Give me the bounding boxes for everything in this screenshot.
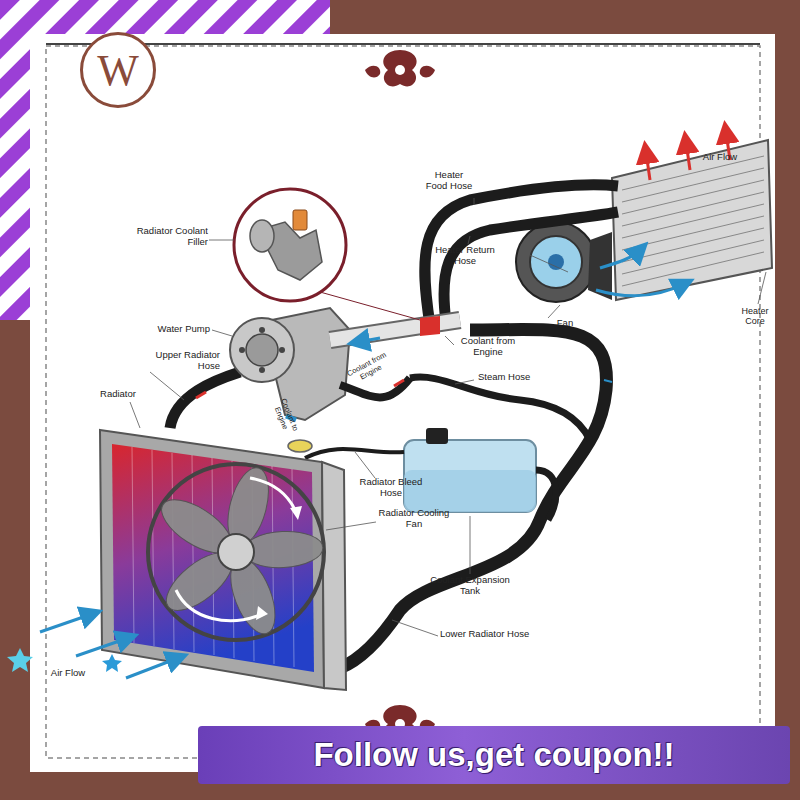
part-label: Heater Core (732, 306, 778, 327)
brand-logo: W (80, 32, 156, 108)
part-label: Radiator Coolant Filler (128, 226, 208, 248)
banner-text: Follow us,get coupon!! (313, 736, 674, 774)
part-label: Radiator (88, 389, 148, 400)
part-label: Heater Return Hose (434, 245, 496, 267)
logo-letter: W (97, 45, 139, 96)
part-label: Air Flow (690, 152, 750, 163)
promo-banner: Follow us,get coupon!! (198, 726, 790, 784)
part-label: Lower Radiator Hose (440, 629, 550, 640)
part-label: Radiator Bleed Hose (356, 477, 426, 499)
part-label: Air Flow (38, 668, 98, 679)
part-label: Fan (550, 318, 580, 329)
part-label: Coolant from Engine (454, 336, 522, 358)
part-label: Heater Food Hose (424, 170, 474, 192)
part-label: Steam Hose (478, 372, 548, 383)
part-label: Radiator Cooling Fan (378, 508, 450, 530)
part-label: Coolant Expansion Tank (430, 575, 510, 597)
part-label: Water Pump (134, 324, 210, 335)
part-label: Upper Radiator Hose (140, 350, 220, 372)
